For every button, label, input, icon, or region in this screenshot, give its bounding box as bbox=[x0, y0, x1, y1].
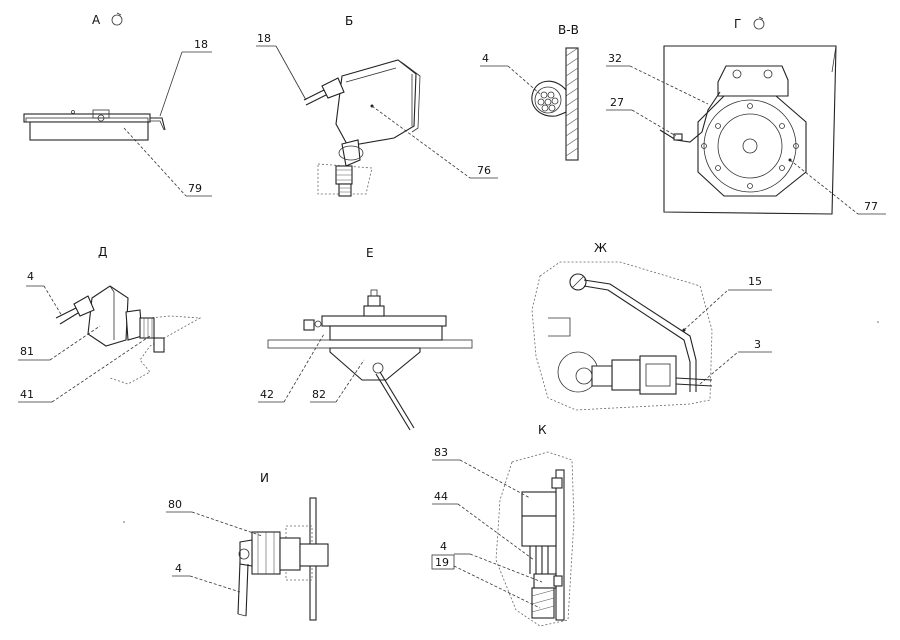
view-a: А 18 79 bbox=[23, 12, 212, 197]
view-g-label-27: 27 bbox=[610, 96, 624, 109]
view-g-title: Г bbox=[734, 17, 741, 31]
view-b: Б 18 76 bbox=[256, 14, 498, 197]
view-a-label-79: 79 bbox=[188, 182, 202, 195]
view-b-label-76: 76 bbox=[477, 164, 491, 177]
view-e-title: Е bbox=[366, 246, 374, 260]
view-k-label-19: 19 bbox=[435, 556, 449, 569]
view-i: И 80 4 bbox=[166, 471, 329, 621]
view-a-title: А bbox=[92, 13, 101, 27]
view-a-label-18: 18 bbox=[194, 38, 208, 51]
view-zh-label-3: 3 bbox=[754, 338, 761, 351]
view-k: К 83 44 4 19 bbox=[431, 423, 575, 627]
view-zh-title: Ж bbox=[594, 241, 607, 255]
rotation-icon bbox=[753, 18, 765, 30]
view-b-label-18: 18 bbox=[257, 32, 271, 45]
view-g: Г 32 27 77 bbox=[606, 16, 886, 215]
view-zh: Ж 15 3 bbox=[531, 241, 772, 411]
view-e-label-82: 82 bbox=[312, 388, 326, 401]
view-g-label-32: 32 bbox=[608, 52, 622, 65]
view-i-title: И bbox=[260, 471, 269, 485]
view-e: Е 42 82 bbox=[258, 246, 473, 431]
view-d-title: Д bbox=[98, 245, 107, 259]
view-k-label-44: 44 bbox=[434, 490, 448, 503]
view-vv-label-4: 4 bbox=[482, 52, 489, 65]
view-k-label-83: 83 bbox=[434, 446, 448, 459]
view-e-label-42: 42 bbox=[260, 388, 274, 401]
view-vv-title: В-В bbox=[558, 23, 579, 37]
view-i-label-4: 4 bbox=[175, 562, 182, 575]
view-zh-label-15: 15 bbox=[748, 275, 762, 288]
view-k-title: К bbox=[538, 423, 547, 437]
view-i-label-80: 80 bbox=[168, 498, 182, 511]
view-d: Д 4 81 41 bbox=[18, 245, 202, 403]
view-k-label-4: 4 bbox=[440, 540, 447, 553]
rotation-icon bbox=[111, 14, 123, 26]
view-vv: В-В 4 bbox=[480, 23, 579, 161]
view-d-label-4: 4 bbox=[27, 270, 34, 283]
view-g-label-77: 77 bbox=[864, 200, 878, 213]
view-d-label-41: 41 bbox=[20, 388, 34, 401]
view-d-label-81: 81 bbox=[20, 345, 34, 358]
view-b-title: Б bbox=[345, 14, 353, 28]
